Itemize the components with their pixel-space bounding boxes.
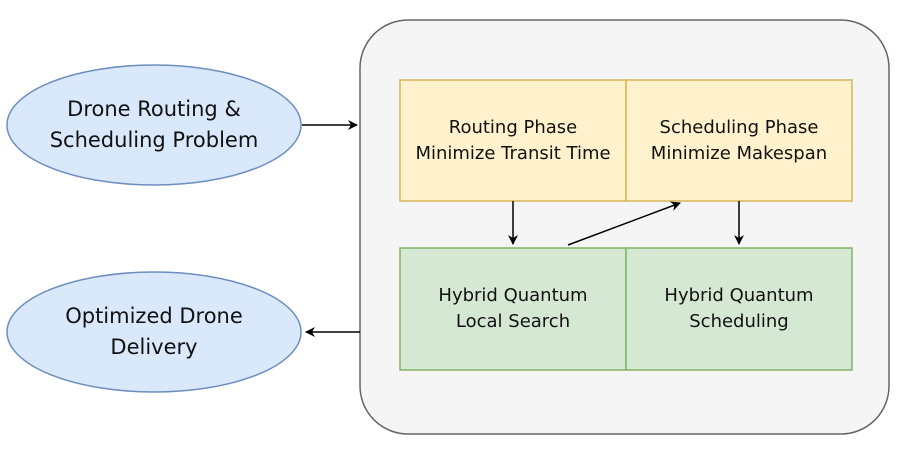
arrow-local-search-to-scheduling [567, 201, 681, 246]
routing-phase-label: Routing Phase Minimize Transit Time [415, 116, 611, 164]
hq-scheduling-box [625, 247, 853, 371]
problem-ellipse [6, 64, 302, 186]
result-ellipse [6, 271, 302, 393]
hq-scheduling-label: Hybrid Quantum Scheduling [664, 285, 814, 332]
problem-label: Drone Routing & Scheduling Problem [49, 97, 259, 152]
scheduling-phase-label: Scheduling Phase Minimize Makespan [650, 116, 828, 164]
local-search-label: Hybrid Quantum Local Search [438, 285, 588, 332]
result-label: Optimized Drone Delivery [65, 304, 243, 359]
local-search-box [399, 247, 627, 371]
